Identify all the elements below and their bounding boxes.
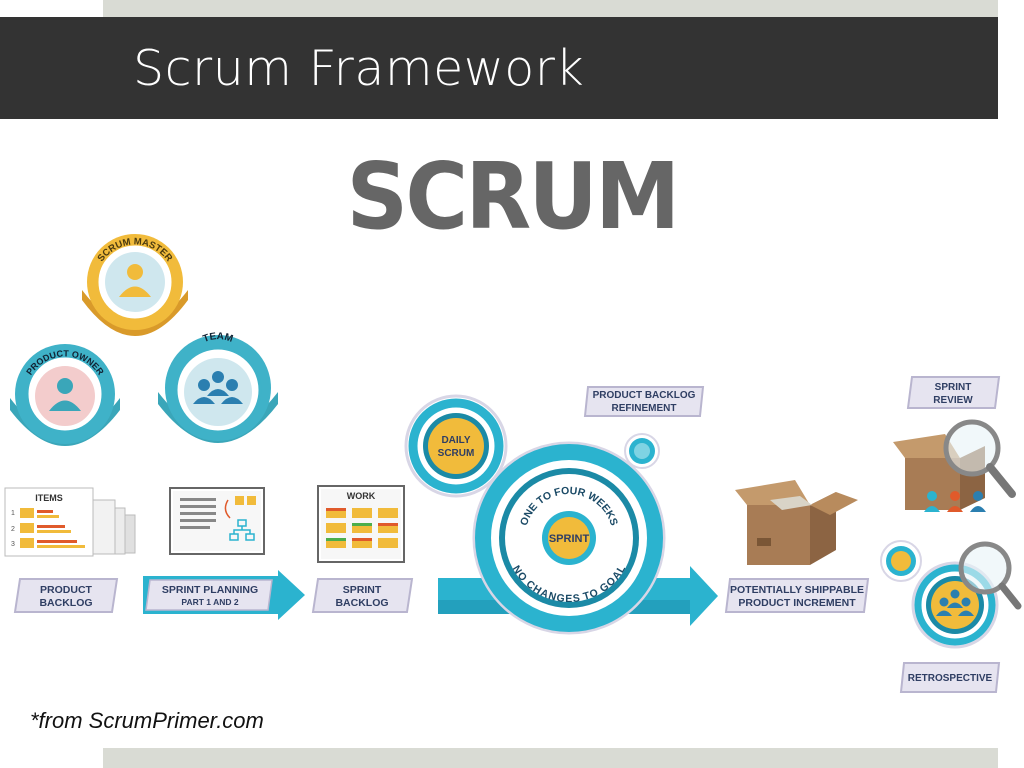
svg-text:SPRINT: SPRINT <box>935 382 972 393</box>
svg-text:POTENTIALLY SHIPPABLE: POTENTIALLY SHIPPABLE <box>730 584 864 596</box>
svg-text:SCRUM: SCRUM <box>438 448 475 459</box>
bottom-band <box>103 748 998 768</box>
sprint-review-label: SPRINT REVIEW <box>906 376 1001 409</box>
svg-text:SPRINT PLANNING: SPRINT PLANNING <box>162 584 258 596</box>
team-icon <box>193 371 243 404</box>
refinement-label: PRODUCT BACKLOG REFINEMENT <box>583 386 705 417</box>
product-increment-box-icon <box>735 480 858 565</box>
team-badge: TEAM <box>158 331 278 443</box>
sprint-backlog-label: SPRINT BACKLOG <box>311 578 414 613</box>
svg-text:DAILY: DAILY <box>441 435 470 446</box>
svg-text:PRODUCT: PRODUCT <box>40 584 93 596</box>
svg-text:PRODUCT INCREMENT: PRODUCT INCREMENT <box>738 597 856 609</box>
svg-text:3: 3 <box>11 541 15 548</box>
product-backlog-stack: ITEMS 1 2 3 <box>4 487 136 557</box>
product-backlog-label: PRODUCT BACKLOG <box>13 578 119 613</box>
person-icon <box>119 264 151 297</box>
svg-text:2: 2 <box>11 526 15 533</box>
slide-title: Scrum Framework <box>133 40 585 97</box>
svg-text:RETROSPECTIVE: RETROSPECTIVE <box>908 673 993 684</box>
scrum-master-badge: SCRUM MASTER <box>82 234 188 336</box>
magnifier-icon <box>943 419 1016 498</box>
scrum-logo: SCRUM <box>347 143 678 250</box>
svg-text:TEAM: TEAM <box>201 331 234 345</box>
team-icon <box>936 589 974 616</box>
svg-text:SPRINT: SPRINT <box>343 584 382 596</box>
svg-text:1: 1 <box>11 510 15 517</box>
retrospective-label: RETROSPECTIVE <box>899 662 1001 693</box>
sprint-center-label: SPRINT <box>549 533 590 545</box>
team-label: TEAM <box>201 331 234 345</box>
sprint-planning-arrow: SPRINT PLANNING PART 1 AND 2 <box>143 570 305 620</box>
refinement-marker <box>624 433 660 469</box>
sprint-cycle: SPRINT ONE TO FOUR WEEKS NO CHANGES TO G… <box>472 441 666 635</box>
product-increment-label: POTENTIALLY SHIPPABLE PRODUCT INCREMENT <box>724 578 870 613</box>
person-icon <box>49 378 81 411</box>
sprint-planning-board <box>169 487 265 555</box>
magnifier-icon <box>958 541 1022 610</box>
product-owner-badge: PRODUCT OWNER <box>10 344 120 446</box>
title-bar <box>0 17 998 119</box>
svg-text:PRODUCT BACKLOG: PRODUCT BACKLOG <box>593 390 696 401</box>
svg-text:BACKLOG: BACKLOG <box>335 597 388 609</box>
svg-text:BACKLOG: BACKLOG <box>39 597 92 609</box>
svg-text:REFINEMENT: REFINEMENT <box>612 403 677 414</box>
sprint-backlog-board: WORK <box>317 485 405 563</box>
items-label: ITEMS <box>35 493 63 503</box>
scrum-diagram: SCRUM SCRUM MASTER PRODUCT OWNER <box>4 143 1022 693</box>
retrospective-marker <box>880 540 922 582</box>
svg-text:PART 1 AND 2: PART 1 AND 2 <box>181 597 238 607</box>
top-band <box>103 0 998 17</box>
daily-scrum-circle: DAILY SCRUM <box>404 394 508 498</box>
source-footnote: *from ScrumPrimer.com <box>30 708 264 733</box>
svg-text:REVIEW: REVIEW <box>933 395 973 406</box>
work-label: WORK <box>347 491 376 501</box>
